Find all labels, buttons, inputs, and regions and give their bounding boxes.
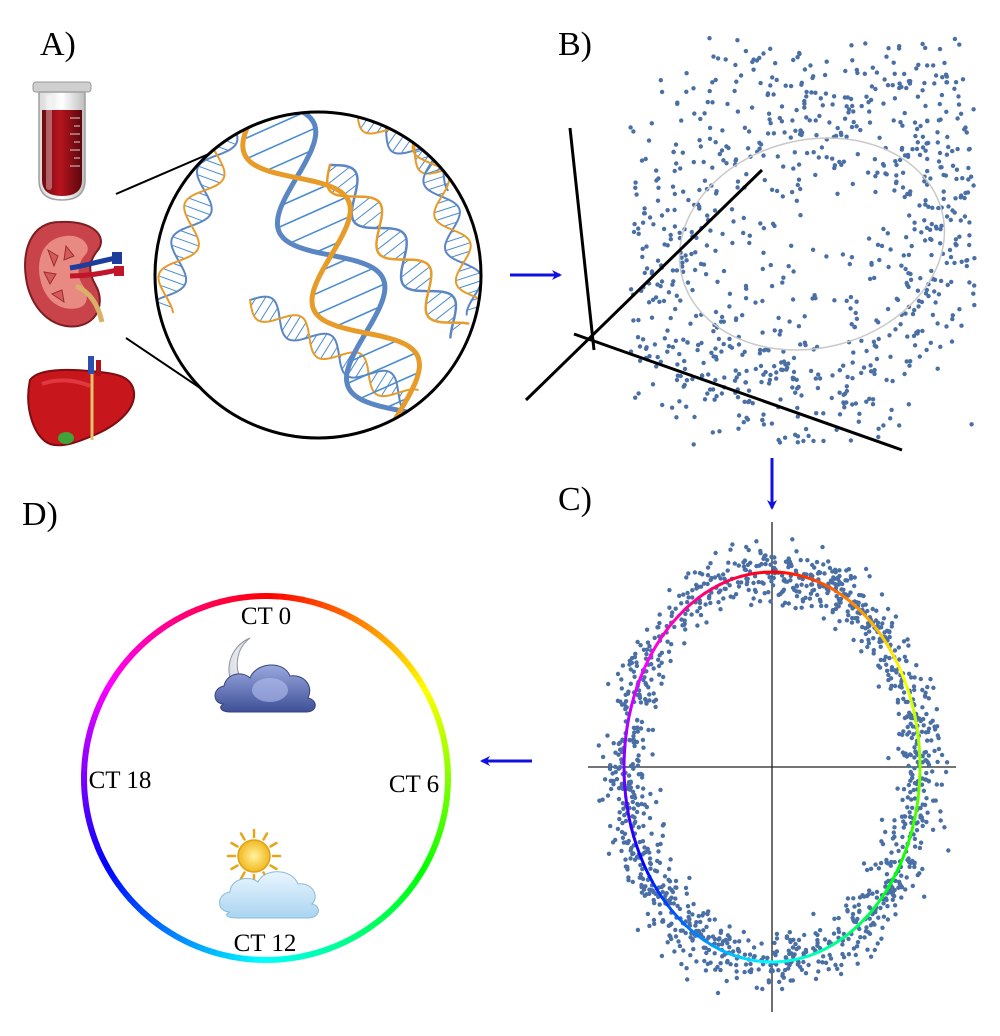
dna-double-helix-icon xyxy=(153,110,483,440)
fitted-phase-ellipse xyxy=(622,570,922,964)
panel-b xyxy=(524,36,977,452)
embedded-ellipse-3d xyxy=(678,137,946,351)
sun-cloud-icon xyxy=(219,828,319,919)
panel-a xyxy=(24,81,483,447)
panel-label-b: B) xyxy=(558,26,592,63)
panel-label-d: D) xyxy=(22,496,58,533)
phase-color-ring xyxy=(81,593,451,963)
panel-label-a: A) xyxy=(40,26,76,63)
moon-cloud-icon xyxy=(214,637,316,713)
ct-0-label: CT 0 xyxy=(241,603,291,630)
point-cloud-2d xyxy=(596,537,951,996)
axes-3d xyxy=(524,127,903,452)
test-tube-icon xyxy=(32,81,92,201)
ct-6-label: CT 6 xyxy=(389,771,439,798)
panel-d: CT 0 CT 6 CT 12 CT 18 xyxy=(81,593,451,963)
liver-icon xyxy=(27,356,136,447)
ct-18-label: CT 18 xyxy=(89,767,152,794)
ct-12-label: CT 12 xyxy=(234,930,297,957)
panel-c xyxy=(588,522,956,1012)
kidney-icon xyxy=(24,220,124,328)
panel-label-c: C) xyxy=(558,481,592,518)
magnifier-connector-top xyxy=(115,149,219,195)
